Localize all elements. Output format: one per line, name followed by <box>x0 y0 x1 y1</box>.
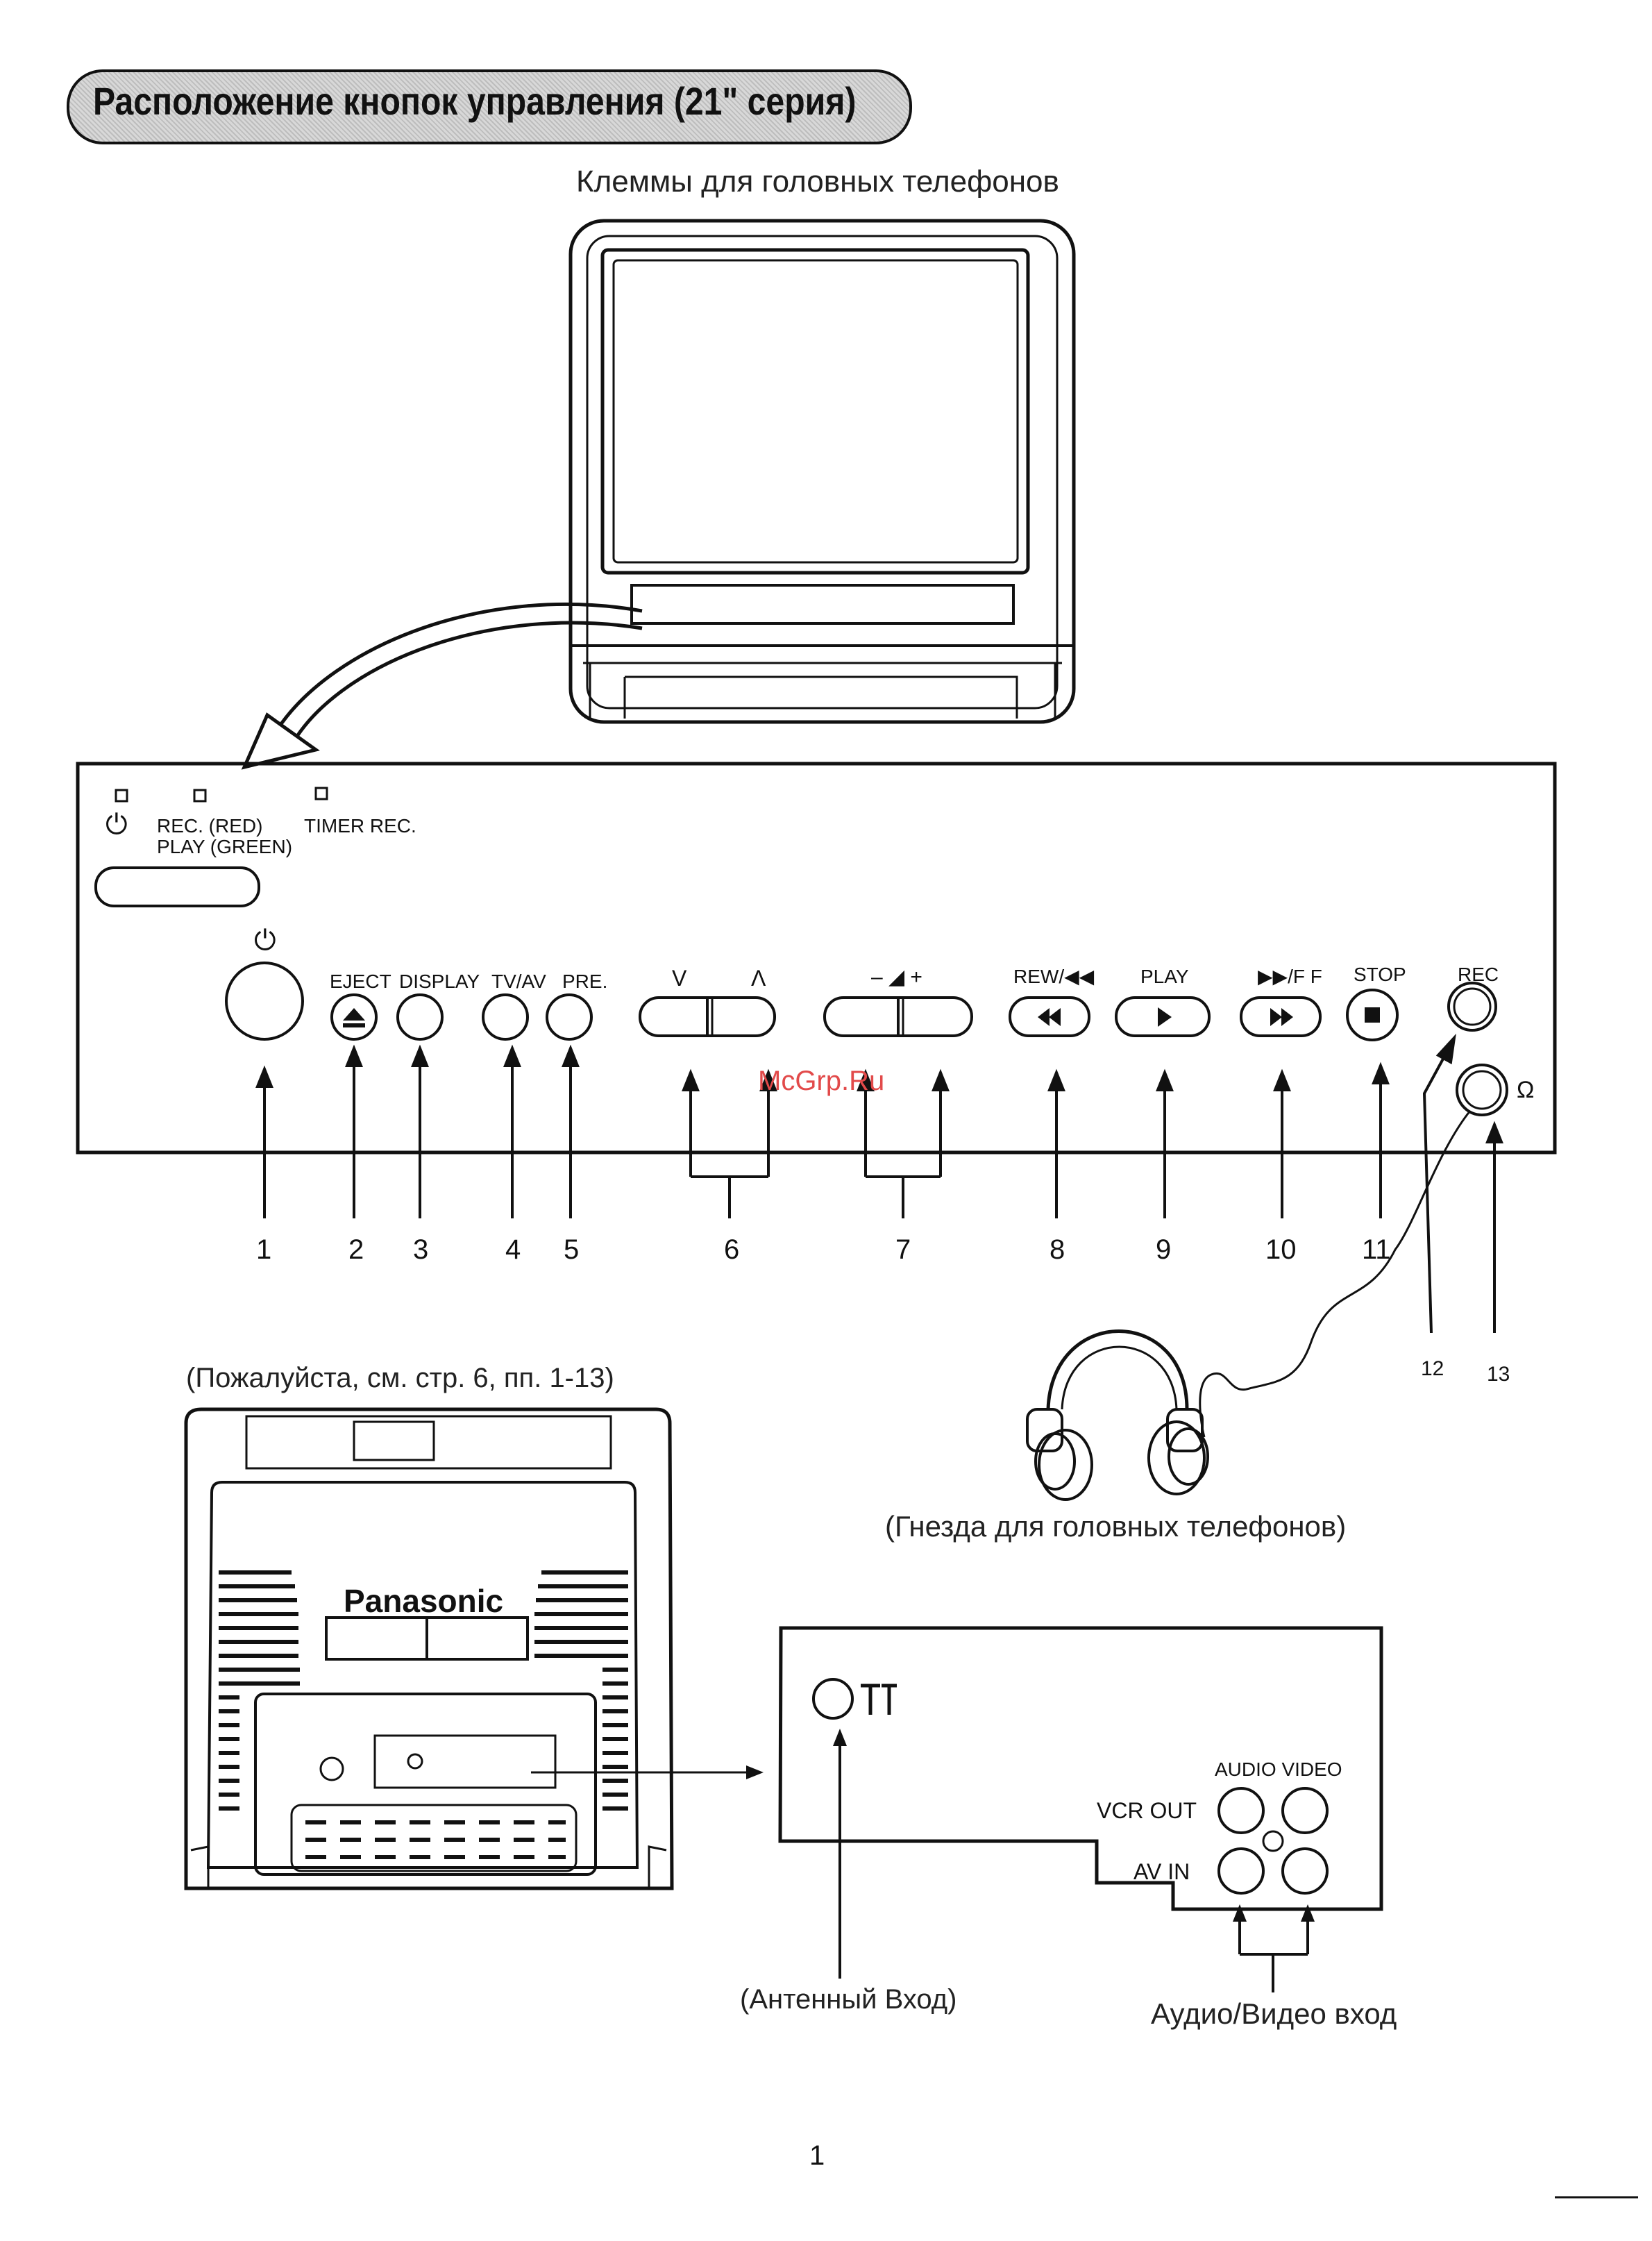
control-panel <box>76 762 1557 1155</box>
av-in-label: AV IN <box>1133 1859 1190 1884</box>
headphone-cable <box>1199 1110 1472 1438</box>
callout-3: 3 <box>413 1234 429 1265</box>
callout-8: 8 <box>1050 1234 1065 1265</box>
brand-logo: Panasonic <box>344 1583 504 1619</box>
headphones-illustration <box>1026 1329 1209 1501</box>
callout-arrows <box>255 1033 1503 1334</box>
caption-headphone-terminals: Клеммы для головных телефонов <box>576 165 1059 199</box>
callout-11: 11 <box>1362 1234 1391 1265</box>
watermark: McGrp.Ru <box>758 1066 885 1096</box>
pre-label: PRE. <box>562 971 608 992</box>
callout-13: 13 <box>1487 1363 1510 1386</box>
callout-7: 7 <box>895 1234 911 1265</box>
callout-4: 4 <box>505 1234 521 1265</box>
rec-indicator-label: REC. (RED) <box>157 815 263 837</box>
ff-label: ▶▶/F F <box>1258 966 1322 987</box>
tvav-label: TV/AV <box>491 971 546 992</box>
caption-see-page: (Пожалуйста, см. стр. 6, пп. 1-13) <box>186 1363 614 1393</box>
arrow-2 <box>345 1044 363 1218</box>
page-number: 1 <box>809 2140 825 2171</box>
audio-video-label: AUDIO VIDEO <box>1215 1759 1342 1780</box>
tv-front-illustration <box>568 219 1076 724</box>
eject-label: EJECT <box>330 971 391 992</box>
arrow-7 <box>857 1068 950 1218</box>
page-title: Расположение кнопок управления (21" сери… <box>93 79 857 123</box>
headphone-symbol: Ω <box>1517 1077 1535 1103</box>
callout-12: 12 <box>1421 1357 1444 1380</box>
display-label: DISPLAY <box>399 971 480 992</box>
tv-rear-illustration <box>184 1407 764 1890</box>
play-indicator-label: PLAY (GREEN) <box>157 836 293 857</box>
arrow-10 <box>1273 1068 1291 1218</box>
arrow-4 <box>503 1044 521 1218</box>
callout-1: 1 <box>256 1234 272 1265</box>
arrow-11 <box>1372 1061 1390 1218</box>
callout-10: 10 <box>1265 1234 1297 1265</box>
arrow-8 <box>1047 1068 1065 1218</box>
arrow-12 <box>1422 1033 1456 1334</box>
rear-jack-panel <box>778 1626 1383 1992</box>
arrow-6 <box>682 1068 777 1218</box>
pointer-arrow <box>241 602 643 770</box>
channel-down-label: V <box>672 966 687 991</box>
volume-label: – ◢ + <box>871 966 922 989</box>
stop-label: STOP <box>1354 964 1406 985</box>
arrow-5 <box>562 1044 580 1218</box>
arrow-13 <box>1485 1120 1503 1333</box>
vcr-out-label: VCR OUT <box>1097 1798 1197 1823</box>
caption-av-input: Аудио/Видео вход <box>1151 1997 1397 2030</box>
timer-indicator-label: TIMER REC. <box>304 815 416 837</box>
callout-2: 2 <box>348 1234 364 1265</box>
title-banner <box>67 69 912 144</box>
caption-headphone-jack: (Гнезда для головных телефонов) <box>885 1510 1347 1543</box>
rec-label: REC <box>1458 964 1499 985</box>
arrow-1 <box>255 1065 273 1218</box>
arrow-3 <box>411 1044 429 1218</box>
power-button-symbol: ⏻ <box>254 925 276 956</box>
power-indicator-symbol: ⏻ <box>106 809 128 840</box>
play-label: PLAY <box>1140 966 1189 987</box>
arrow-9 <box>1156 1068 1174 1218</box>
channel-up-label: Λ <box>751 966 766 991</box>
callout-5: 5 <box>564 1234 580 1265</box>
caption-antenna-input: (Антенный Вход) <box>740 1984 957 2015</box>
callout-6: 6 <box>724 1234 740 1265</box>
callout-9: 9 <box>1156 1234 1172 1265</box>
rew-label: REW/◀◀ <box>1013 966 1095 987</box>
